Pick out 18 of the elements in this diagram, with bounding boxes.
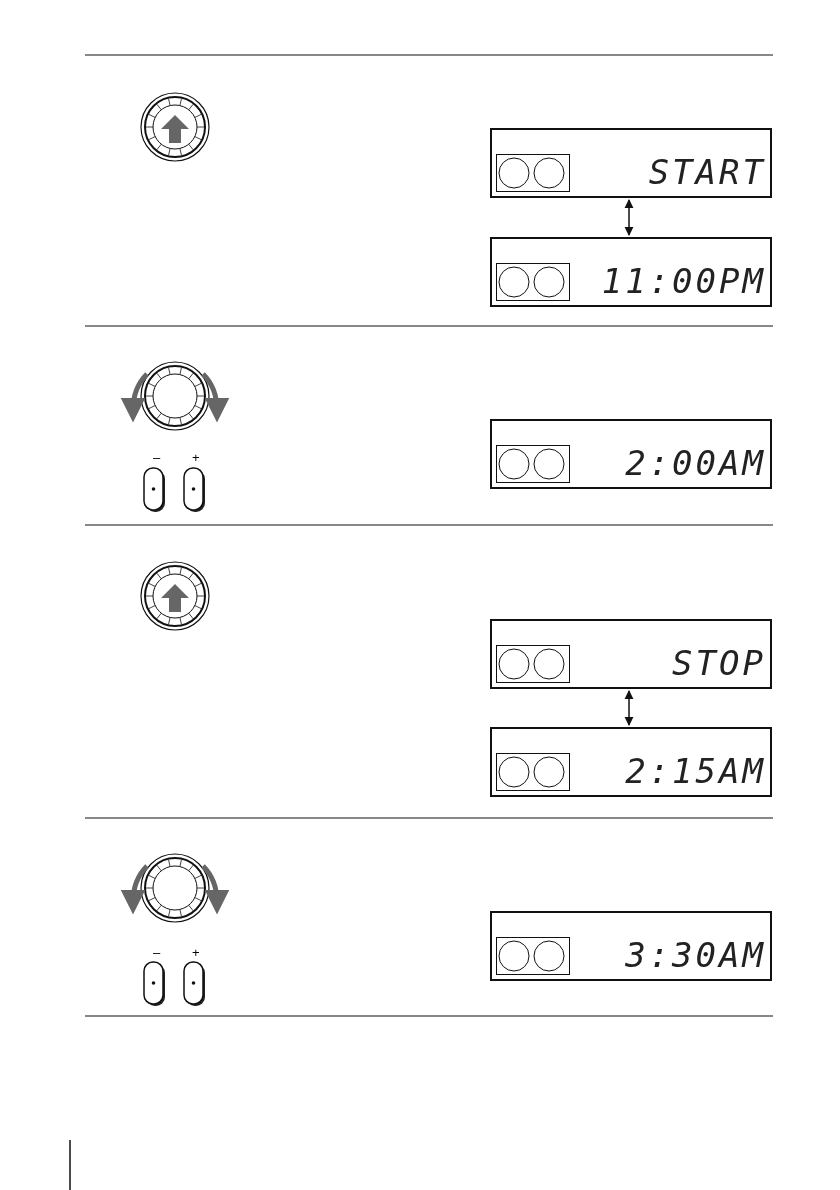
lcd-display xyxy=(490,619,772,689)
display-readout: START xyxy=(648,151,766,194)
display-readout: 2:00AM xyxy=(625,442,766,485)
lcd-display xyxy=(490,419,772,489)
lcd-display xyxy=(490,237,772,307)
display-readout: STOP xyxy=(672,642,766,685)
button-sign: – xyxy=(153,946,161,960)
button-sign: + xyxy=(192,451,200,465)
display-readout: 3:30AM xyxy=(625,934,766,977)
lcd-display xyxy=(490,128,772,198)
lcd-display xyxy=(490,727,772,797)
display-readout: 11:00PM xyxy=(601,260,766,303)
display-readout: 2:15AM xyxy=(625,750,766,793)
double-arrow xyxy=(624,690,634,726)
lcd-display xyxy=(490,911,772,981)
button-sign: – xyxy=(153,451,161,465)
button-sign: + xyxy=(192,946,200,960)
double-arrow xyxy=(624,199,634,236)
